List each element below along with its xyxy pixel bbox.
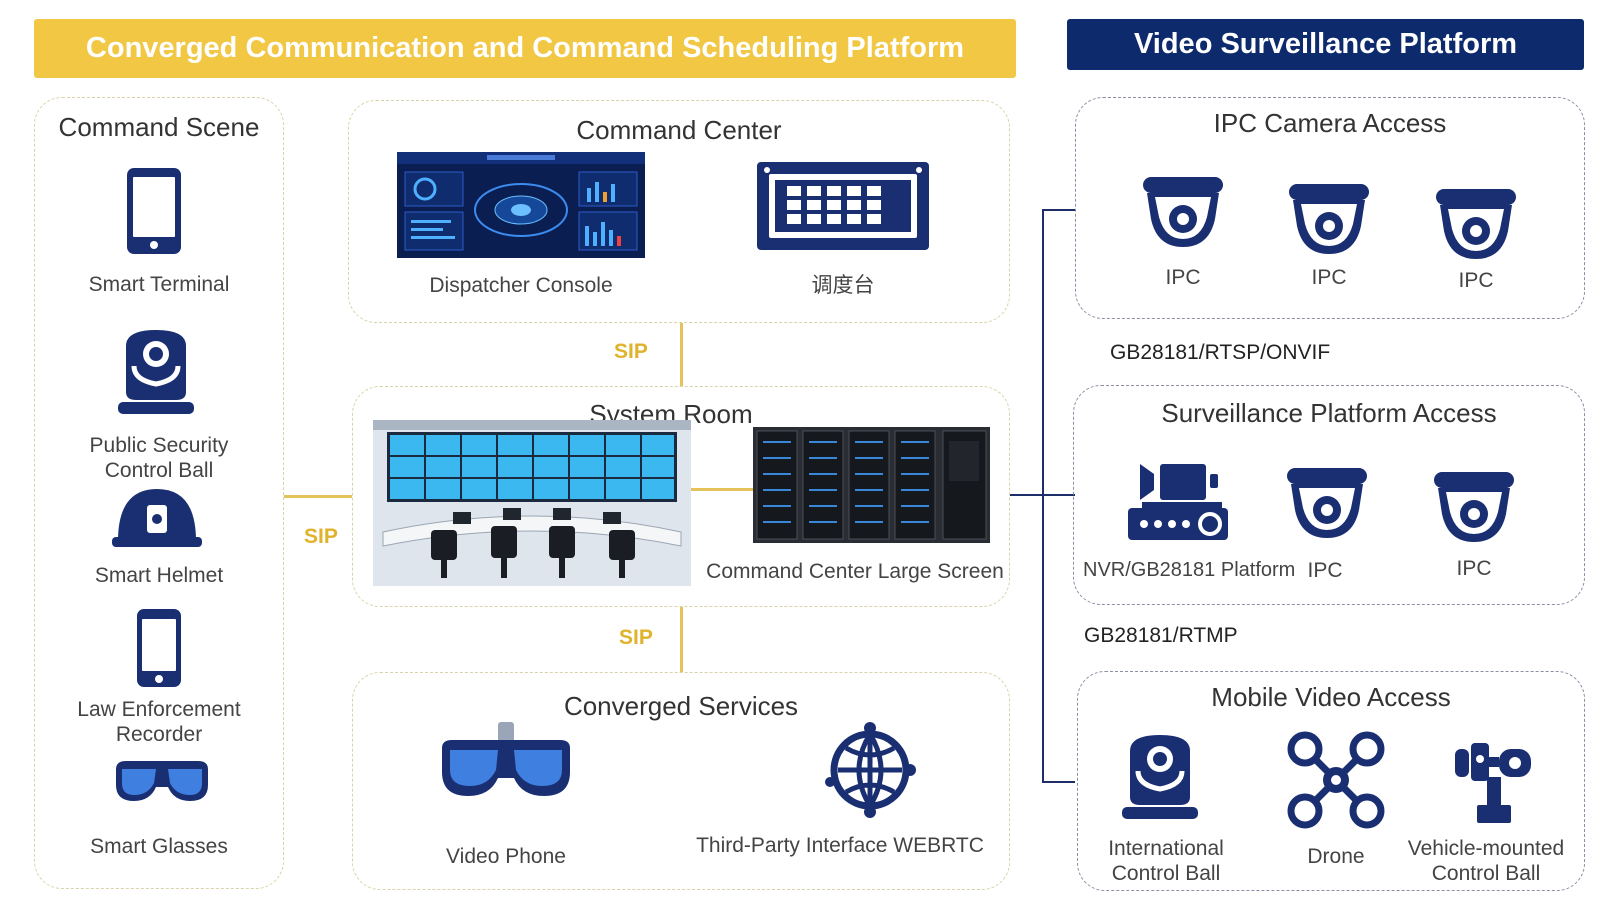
command-center-panel: Command Center — [348, 100, 1010, 323]
sip-label: SIP — [304, 525, 338, 548]
video-phone-headset-icon — [442, 722, 570, 796]
scene-item-label: Smart Glasses — [90, 835, 228, 858]
smart-glasses-icon — [116, 761, 208, 801]
server-rack-icon — [753, 427, 990, 543]
connector-line — [1042, 209, 1044, 783]
ipc-label: IPC — [1311, 266, 1347, 289]
helmet-icon — [112, 489, 202, 547]
platform-banner-right: Video Surveillance Platform — [1067, 19, 1584, 70]
nvr-recorder-icon — [1128, 464, 1228, 540]
connector-line — [1042, 781, 1075, 783]
scene-item-label: Smart Helmet — [94, 564, 224, 587]
mobile-item-label: Drone — [1307, 845, 1365, 868]
vehicle-mounted-camera-icon — [1455, 743, 1531, 823]
converged-services-panel: Converged Services — [352, 672, 1010, 890]
ptz-camera-icon — [1122, 735, 1198, 819]
scene-item-label: Smart Terminal — [88, 273, 230, 296]
ipc-label: IPC — [1458, 269, 1494, 292]
service-item-label: Video Phone — [446, 845, 566, 868]
panel-title: Surveillance Platform Access — [1161, 398, 1497, 428]
dome-camera-icon — [1434, 472, 1514, 542]
connector-line — [690, 488, 754, 491]
mobile-video-access-panel: Mobile Video Access — [1077, 671, 1585, 891]
ipc-camera-access-panel: IPC Camera Access — [1075, 97, 1585, 319]
dome-camera-icon — [1289, 184, 1369, 254]
surveillance-platform-access-panel: Surveillance Platform Access — [1073, 385, 1585, 605]
connector-line — [1042, 209, 1075, 211]
panel-title: IPC Camera Access — [1213, 108, 1447, 138]
dome-camera-icon — [1143, 177, 1223, 247]
connector-line — [680, 323, 683, 386]
protocol-label: GB28181/RTMP — [1084, 624, 1238, 647]
globe-network-icon — [825, 722, 916, 818]
dispatcher-console-screen — [397, 152, 645, 258]
panel-title: Command Scene — [58, 112, 260, 142]
center-item-label: Dispatcher Console — [429, 274, 613, 297]
panel-title: Converged Services — [563, 691, 799, 721]
mobile-item-label: International Control Ball — [1108, 837, 1224, 885]
protocol-label: GB28181/RTSP/ONVIF — [1110, 341, 1331, 364]
smartphone-icon — [127, 168, 181, 254]
ipc-label: IPC — [1165, 266, 1201, 289]
center-item-label: 调度台 — [811, 274, 875, 297]
sip-label: SIP — [614, 340, 648, 363]
body-recorder-icon — [137, 609, 181, 687]
platform-banner-left: Converged Communication and Command Sche… — [34, 19, 1016, 78]
ptz-camera-icon — [118, 330, 194, 414]
drone-icon — [1287, 731, 1385, 829]
sip-label: SIP — [619, 626, 653, 649]
connector-line — [680, 607, 683, 672]
platform-item-label: NVR/GB28181 Platform — [1083, 559, 1296, 581]
ipc-label: IPC — [1456, 557, 1492, 580]
dome-camera-icon — [1287, 468, 1367, 538]
dome-camera-icon — [1436, 189, 1516, 259]
panel-title: Command Center — [576, 115, 782, 145]
ipc-label: IPC — [1307, 559, 1343, 582]
scene-item-label: Public Security Control Ball — [89, 434, 229, 482]
dispatch-keypad-icon — [757, 162, 929, 250]
panel-title: Mobile Video Access — [1211, 682, 1451, 712]
command-scene-panel: Command Scene — [34, 97, 284, 889]
control-room-illustration — [373, 420, 691, 586]
service-item-label: Third-Party Interface WEBRTC — [696, 834, 984, 857]
mobile-item-label: Vehicle-mounted Control Ball — [1407, 837, 1565, 885]
system-room-item-label: Command Center Large Screen — [706, 560, 1004, 583]
connector-line — [284, 495, 352, 498]
scene-item-label: Law Enforcement Recorder — [77, 698, 241, 746]
